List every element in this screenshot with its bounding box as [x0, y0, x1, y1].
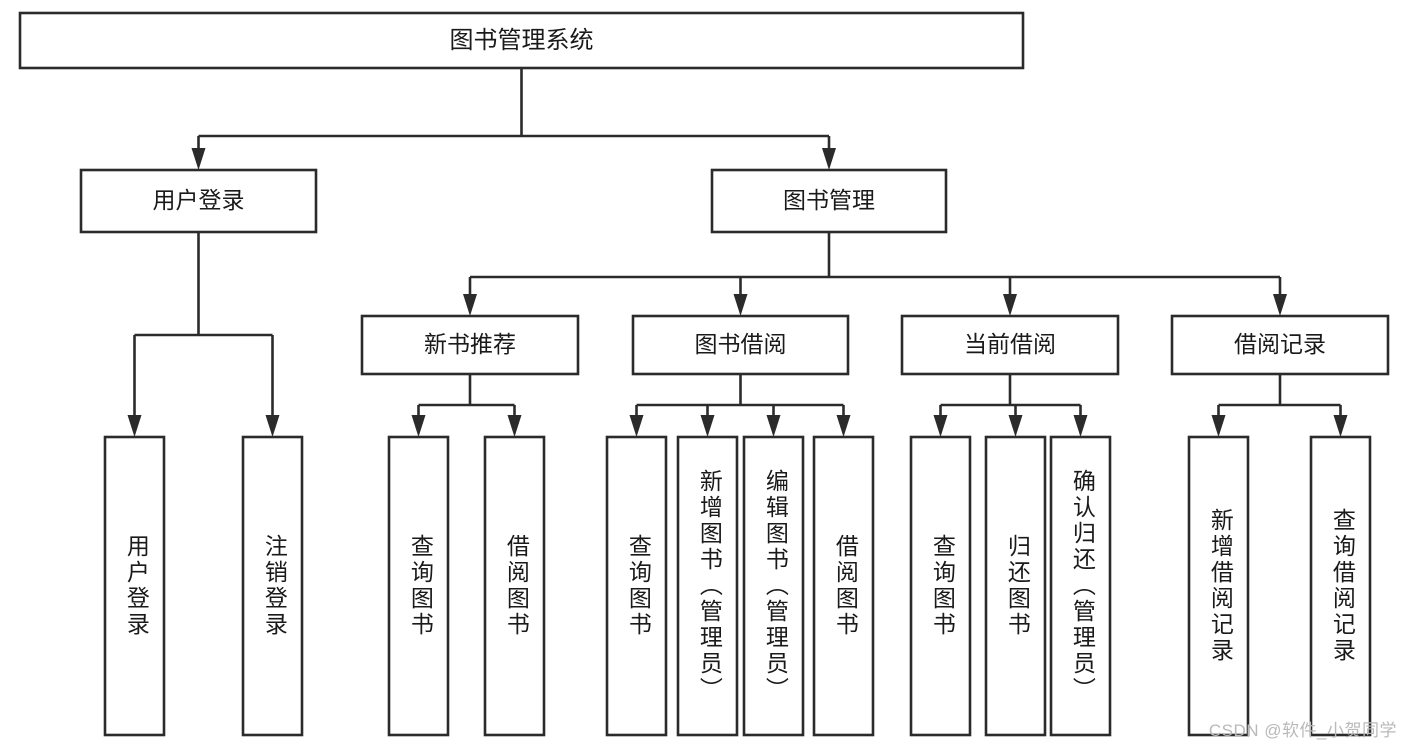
node-box[interactable]: [631, 314, 850, 376]
arrow-head-icon: [127, 415, 142, 437]
node-box[interactable]: [909, 435, 972, 737]
node-box[interactable]: [605, 435, 668, 737]
node-label: 用户登录: [153, 187, 245, 213]
node-box[interactable]: [812, 435, 875, 737]
connector-group-l3_record: [1211, 374, 1348, 437]
connector-group-l2_user: [127, 232, 280, 437]
node-box[interactable]: [387, 435, 450, 737]
node-box[interactable]: [710, 168, 948, 234]
node-l2-user[interactable]: 用户登录: [79, 168, 318, 234]
node-leaf-user-login[interactable]: 用户登录: [103, 435, 166, 737]
arrow-head-icon: [191, 148, 206, 170]
node-box[interactable]: [900, 314, 1120, 376]
node-leaf-borrow-edit[interactable]: 编辑图书（管理员）: [742, 435, 805, 737]
node-leaf-borrow-lend[interactable]: 借阅图书: [812, 435, 875, 737]
arrow-head-icon: [700, 415, 715, 437]
node-box[interactable]: [18, 11, 1025, 70]
connector-group-l3_borrow: [629, 374, 851, 437]
arrow-head-icon: [629, 415, 644, 437]
node-label: 查询图书: [625, 534, 652, 638]
node-box[interactable]: [360, 314, 580, 376]
node-label: 新增图书（管理员）: [696, 469, 723, 703]
arrow-head-icon: [733, 294, 748, 316]
node-l3-borrow[interactable]: 图书借阅: [631, 314, 850, 376]
arrow-head-icon: [1073, 415, 1088, 437]
node-box[interactable]: [1049, 435, 1112, 737]
arrow-head-icon: [265, 415, 280, 437]
node-l3-record[interactable]: 借阅记录: [1170, 314, 1390, 376]
node-box[interactable]: [742, 435, 805, 737]
arrow-head-icon: [1003, 294, 1017, 316]
node-l2-book[interactable]: 图书管理: [710, 168, 948, 234]
arrow-head-icon: [836, 415, 851, 437]
node-label: 编辑图书（管理员）: [762, 469, 789, 703]
node-l3-current[interactable]: 当前借阅: [900, 314, 1120, 376]
node-label: 注销登录: [261, 534, 288, 638]
arrow-head-icon: [1273, 294, 1287, 316]
arrow-head-icon: [822, 148, 836, 170]
arrow-head-icon: [933, 415, 948, 437]
node-label: 查询借阅记录: [1329, 508, 1356, 664]
connector-group-l3_newbook: [411, 374, 522, 437]
node-label: 图书管理系统: [450, 27, 594, 54]
node-box[interactable]: [676, 435, 739, 737]
node-l3-newbook[interactable]: 新书推荐: [360, 314, 580, 376]
node-label: 查询图书: [929, 534, 956, 638]
node-box[interactable]: [241, 435, 304, 737]
node-leaf-cur-query[interactable]: 查询图书: [909, 435, 972, 737]
node-box[interactable]: [1309, 435, 1372, 737]
connector-group-l3_current: [933, 374, 1088, 437]
node-leaf-new-borrow[interactable]: 借阅图书: [483, 435, 546, 737]
arrow-head-icon: [411, 415, 426, 437]
arrow-head-icon: [1211, 415, 1226, 437]
watermark-text: CSDN @软件_小贺同学: [1208, 721, 1397, 740]
node-label: 新增借阅记录: [1207, 508, 1234, 664]
node-label: 借阅图书: [503, 534, 530, 638]
node-label: 用户登录: [123, 534, 150, 638]
node-label: 归还图书: [1004, 534, 1031, 638]
node-leaf-borrow-add[interactable]: 新增图书（管理员）: [676, 435, 739, 737]
node-leaf-new-query[interactable]: 查询图书: [387, 435, 450, 737]
node-box[interactable]: [483, 435, 546, 737]
connector-group-root: [191, 68, 836, 170]
node-leaf-rec-query[interactable]: 查询借阅记录: [1309, 435, 1372, 737]
arrow-head-icon: [766, 415, 781, 437]
node-box[interactable]: [984, 435, 1047, 737]
node-label: 新书推荐: [424, 331, 516, 357]
node-box[interactable]: [1187, 435, 1250, 737]
node-label: 图书管理: [783, 187, 875, 213]
node-root[interactable]: 图书管理系统: [18, 11, 1025, 70]
node-leaf-rec-add[interactable]: 新增借阅记录: [1187, 435, 1250, 737]
node-leaf-cur-return[interactable]: 归还图书: [984, 435, 1047, 737]
node-label: 查询图书: [407, 534, 434, 638]
arrow-head-icon: [507, 415, 522, 437]
node-box[interactable]: [1170, 314, 1390, 376]
node-leaf-borrow-query[interactable]: 查询图书: [605, 435, 668, 737]
node-box[interactable]: [79, 168, 318, 234]
node-label: 图书借阅: [695, 331, 787, 357]
node-leaf-user-logout[interactable]: 注销登录: [241, 435, 304, 737]
arrow-head-icon: [1333, 415, 1348, 437]
node-label: 确认归还（管理员）: [1069, 469, 1096, 703]
node-box[interactable]: [103, 435, 166, 737]
connector-group-l2_book: [463, 232, 1287, 316]
node-label: 借阅记录: [1234, 331, 1326, 357]
arrow-head-icon: [1008, 415, 1023, 437]
node-leaf-cur-confirm[interactable]: 确认归还（管理员）: [1049, 435, 1112, 737]
arrow-head-icon: [463, 294, 477, 316]
node-label: 当前借阅: [964, 331, 1056, 357]
node-label: 借阅图书: [832, 534, 859, 638]
